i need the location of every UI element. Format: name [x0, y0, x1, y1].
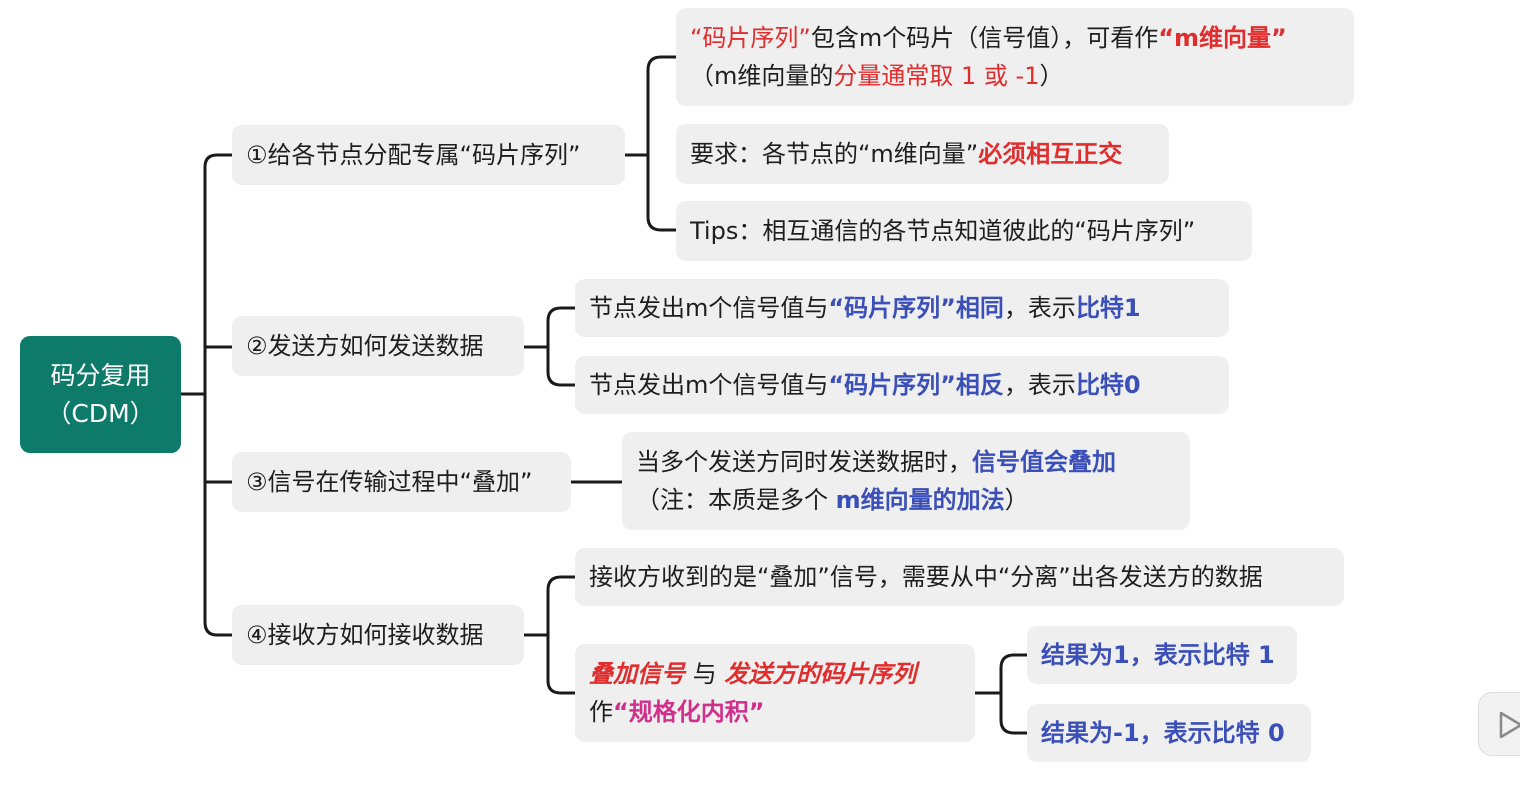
text-same-sequence: “码片序列”相同: [828, 294, 1004, 322]
text-opposite-sequence: “码片序列”相反: [828, 371, 1004, 399]
text-normalized-inner-product: “规格化内积”: [613, 698, 765, 726]
text-node-emits: 节点发出m个信号值与: [589, 294, 829, 322]
branch-1-child-2: 要求：各节点的“m维向量”必须相互正交: [676, 124, 1169, 184]
play-button[interactable]: [1478, 692, 1520, 756]
root-title: 码分复用: [50, 360, 151, 390]
text-node-emits: 节点发出m个信号值与: [589, 371, 829, 399]
branch-1-node: ①给各节点分配专属“码片序列”: [232, 125, 625, 185]
text-component-values: 分量通常取 1 或 -1: [833, 62, 1040, 90]
branch-1-child-1: “码片序列”包含m个码片（信号值），可看作“m维向量” （m维向量的分量通常取 …: [676, 8, 1354, 106]
text-m-vector: “m维向量”: [1158, 24, 1287, 52]
text-bit-0: 比特0: [1075, 371, 1141, 399]
branch-3-child-1: 当多个发送方同时发送数据时，信号值会叠加 （注：本质是多个 m维向量的加法）: [622, 432, 1190, 530]
text-requirement: 要求：各节点的“m维向量”: [690, 140, 979, 168]
text-contains: 包含m个码片（信号值），可看作: [810, 24, 1159, 52]
text-vector-addition: m维向量的加法: [835, 486, 1005, 514]
text-bit-1: 比特1: [1075, 294, 1141, 322]
text-close-paren: ）: [1004, 486, 1029, 514]
branch-4-child-2: 叠加信号 与 发送方的码片序列 作“规格化内积”: [575, 644, 975, 742]
result-bit-0: 结果为-1，表示比特 0: [1027, 704, 1311, 762]
text-vector-component: （m维向量的: [690, 62, 834, 90]
text-multi-senders: 当多个发送方同时发送数据时，: [636, 448, 972, 476]
root-subtitle: （CDM）: [46, 398, 155, 428]
text-means: ，表示: [1003, 294, 1076, 322]
text-sender-sequence: 发送方的码片序列: [724, 660, 917, 688]
branch-4-child-1: 接收方收到的是“叠加”信号，需要从中“分离”出各发送方的数据: [575, 548, 1344, 606]
play-icon: [1499, 711, 1520, 739]
text-orthogonal: 必须相互正交: [978, 140, 1123, 168]
text-receiver: 接收方收到的是“叠加”信号，需要从中“分离”出各发送方的数据: [589, 563, 1263, 591]
branch-2-child-2: 节点发出m个信号值与“码片序列”相反，表示比特0: [575, 356, 1229, 414]
text-signals-superpose: 信号值会叠加: [972, 448, 1116, 476]
result-bit-1: 结果为1，表示比特 1: [1027, 626, 1297, 684]
branch-3-node: ③信号在传输过程中“叠加”: [232, 452, 571, 512]
branch-1-child-3: Tips：相互通信的各节点知道彼此的“码片序列”: [676, 201, 1252, 261]
text-close-paren: ）: [1039, 62, 1064, 90]
text-and: 与: [685, 660, 725, 688]
text-do: 作: [589, 698, 613, 726]
text-note: （注：本质是多个: [636, 486, 836, 514]
branch-2-child-1: 节点发出m个信号值与“码片序列”相同，表示比特1: [575, 279, 1229, 337]
root-node: 码分复用 （CDM）: [20, 336, 181, 453]
text-means: ，表示: [1003, 371, 1076, 399]
text-superposed-signal: 叠加信号: [589, 660, 685, 688]
branch-4-node: ④接收方如何接收数据: [232, 605, 524, 665]
branch-2-node: ②发送方如何发送数据: [232, 316, 524, 376]
text-tips: Tips：相互通信的各节点知道彼此的“码片序列”: [690, 217, 1196, 245]
text-chip-sequence: “码片序列”: [690, 24, 811, 52]
